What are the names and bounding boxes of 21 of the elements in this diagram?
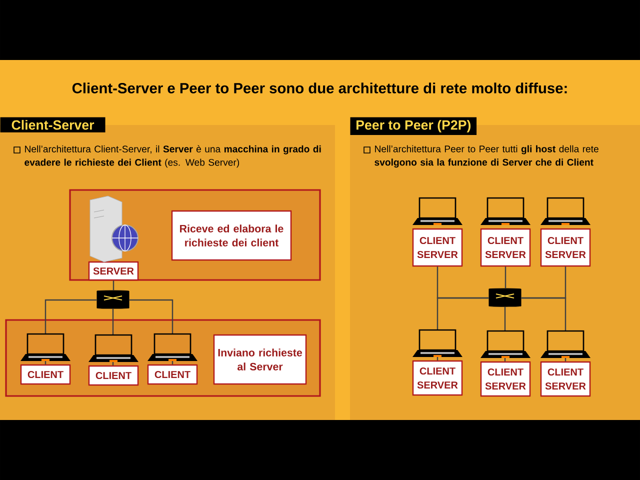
host-label: CLIENT <box>147 364 198 385</box>
host-label: CLIENT SERVER <box>412 228 463 267</box>
description-box: Riceve ed elabora le richieste dei client <box>171 210 292 261</box>
network-cable <box>112 280 114 290</box>
host-label: CLIENT <box>20 364 71 385</box>
bullet-text: Nell’architettura Client-Server, il Server è una macchina in grado di evadere le richieste dei Client (es. Web Server) <box>24 145 321 168</box>
router-icon <box>488 288 522 307</box>
section-heading: Peer to Peer (P2P) <box>350 117 477 136</box>
host-label: CLIENT SERVER <box>480 361 531 397</box>
title: Client-Server e Peer to Peer sono due architetture di rete molto diffuse: <box>72 82 567 94</box>
host-label: CLIENT SERVER <box>412 360 463 396</box>
host-label: CLIENT SERVER <box>540 228 591 267</box>
section-heading: Client-Server <box>0 117 106 132</box>
router-icon <box>96 290 130 309</box>
bullet-text: Nell’architettura Peer to Peer tutti gli host della rete svolgono sia la funzione di Server che di Client <box>374 145 598 168</box>
host-label: CLIENT SERVER <box>540 361 591 397</box>
description-box: Inviano richieste al Server <box>213 334 307 385</box>
host-label: CLIENT <box>88 365 139 386</box>
host-label: CLIENT SERVER <box>480 228 531 267</box>
host-label: SERVER <box>88 261 139 281</box>
network-cable <box>504 266 506 288</box>
